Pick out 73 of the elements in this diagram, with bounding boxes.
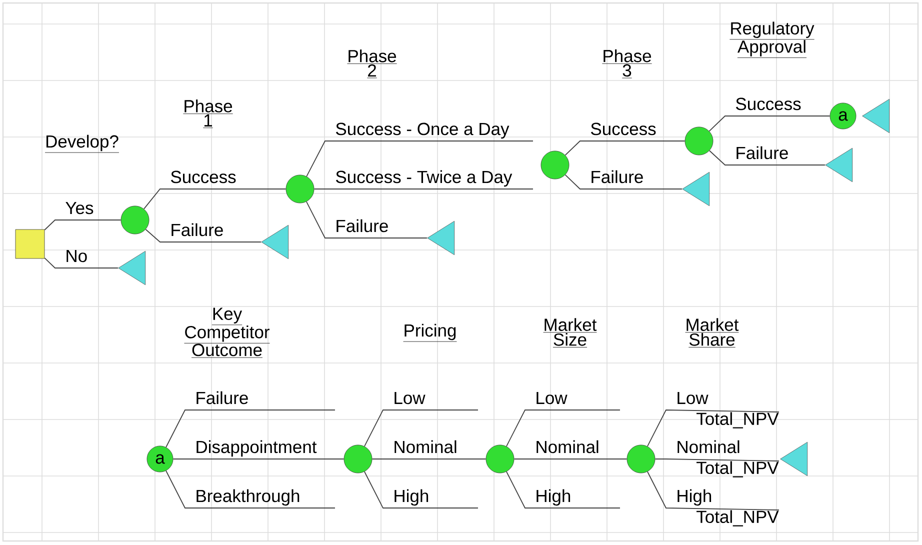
decision-chance-circle — [286, 174, 314, 204]
branch-label: Failure — [196, 391, 248, 404]
payoff-label: Total_NPV — [696, 461, 779, 478]
payoff-label: Total_NPV — [696, 412, 779, 428]
branch-line — [145, 228, 262, 242]
branch-line — [506, 410, 620, 447]
branch-label: Failure — [336, 219, 388, 232]
branch-label: Low — [394, 392, 426, 404]
branch-label: Success - Twice a Day — [336, 170, 512, 187]
branch-label: Failure — [592, 170, 643, 184]
branch-line — [314, 188, 534, 190]
branch-label: Success — [591, 122, 656, 136]
decision-chance-circle — [486, 444, 514, 474]
branch-line — [306, 201, 428, 238]
branch-label: Yes — [66, 202, 94, 214]
decision-chance-circle — [120, 206, 150, 234]
branch-label: High — [394, 489, 428, 506]
branch-line — [372, 458, 486, 460]
branch-line — [708, 150, 826, 166]
branch-label: Success - Once a Day — [336, 122, 510, 139]
terminal-triangle — [118, 250, 146, 286]
branch-label: Failure — [736, 146, 788, 160]
node-heading: Phase 2 — [347, 49, 398, 78]
branch-label: Failure — [172, 223, 223, 236]
branch-line — [364, 471, 478, 508]
terminal-triangle — [825, 148, 853, 182]
branch-label: Low — [536, 392, 568, 404]
terminal-triangle — [427, 220, 455, 256]
branch-line — [708, 116, 830, 132]
branch-line — [647, 471, 780, 510]
branch-line — [306, 140, 534, 177]
branch-label: Disappointment — [196, 440, 317, 457]
decision-chance-circle — [540, 150, 570, 180]
branch-label: High — [678, 489, 712, 506]
node-heading: Phase 1 — [183, 100, 234, 128]
node-heading: Key Competitor Outcome — [184, 308, 270, 358]
branch-line — [514, 458, 628, 460]
branch-line — [654, 458, 780, 462]
terminal-triangle — [780, 442, 808, 476]
terminal-triangle — [682, 172, 710, 206]
decision-square — [15, 229, 45, 259]
branch-label: Success — [736, 98, 801, 110]
branch-label: No — [66, 250, 87, 262]
branch-line — [506, 471, 620, 508]
decision-chance-circle — [344, 444, 372, 474]
branch-line — [44, 258, 118, 268]
node-heading: Develop? — [44, 134, 120, 153]
branch-line — [44, 220, 122, 230]
branch-line — [166, 470, 336, 508]
node-heading: Pricing — [403, 324, 457, 342]
terminal-triangle — [261, 224, 289, 260]
branch-line — [364, 410, 478, 447]
branch-label: Breakthrough — [196, 489, 300, 506]
decision-chance-circle — [626, 444, 656, 474]
branch-label: High — [536, 489, 570, 506]
branch-label: Success — [171, 170, 236, 184]
branch-line — [564, 140, 686, 156]
node-heading: Phase 3 — [602, 49, 652, 78]
node-heading: Market Size — [543, 318, 597, 348]
node-heading: Regulatory Approval — [729, 22, 815, 58]
branch-line — [647, 410, 780, 447]
payoff-label: Total_NPV — [696, 510, 779, 526]
branch-label: Low — [678, 392, 708, 404]
branch-label: Nominal — [678, 440, 740, 454]
branch-line — [143, 188, 286, 210]
branch-label: Nominal — [394, 440, 456, 454]
branch-line — [166, 410, 336, 448]
node-heading: Market Share — [685, 318, 739, 348]
branch-label: Nominal — [536, 440, 598, 454]
terminal-triangle — [862, 98, 890, 134]
decision-chance-circle — [684, 126, 714, 156]
branch-line — [172, 458, 344, 460]
branch-line — [564, 174, 682, 190]
